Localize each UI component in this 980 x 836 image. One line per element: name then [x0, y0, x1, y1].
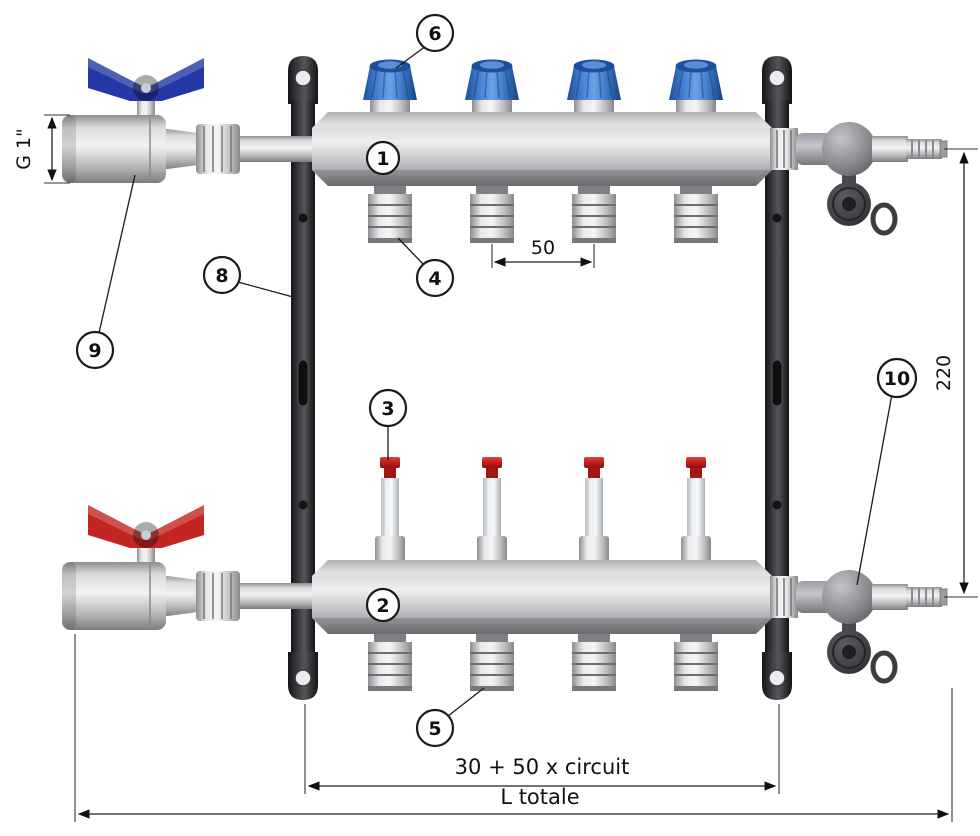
return-outlet-2: [469, 631, 515, 692]
callout-9-number: 9: [88, 340, 101, 362]
outlet-spacing-label: 50: [531, 237, 555, 259]
dimension-total-length: L totale: [74, 634, 953, 822]
inlet-thread-label: G 1": [13, 128, 35, 170]
leader-5: [447, 687, 485, 717]
leader-4: [397, 237, 425, 266]
callout-2: 2: [365, 587, 401, 623]
callout-9: 9: [75, 330, 115, 370]
supply-outlet-1: [367, 183, 413, 244]
supply-outlet-3: [571, 183, 617, 244]
return-outlet-1: [367, 631, 413, 692]
callout-3-number: 3: [381, 398, 394, 420]
callout-8-number: 8: [215, 265, 228, 287]
callout-4: 4: [415, 258, 455, 298]
leader-9: [98, 174, 136, 334]
callout-5: 5: [415, 708, 455, 748]
leader-8: [237, 281, 294, 298]
return-outlet-3: [571, 631, 617, 692]
dimension-circuit-length: 30 + 50 x circuit: [304, 704, 780, 794]
callout-6: 6: [415, 13, 455, 53]
callout-10: 10: [876, 357, 918, 399]
dimension-inlet-thread: G 1": [13, 114, 70, 184]
leader-6: [395, 45, 427, 69]
callout-8: 8: [202, 255, 242, 295]
vent-knob-1: [362, 58, 418, 117]
callout-1: 1: [365, 140, 401, 176]
callout-5-number: 5: [428, 718, 441, 740]
dimension-outlet-spacing: 50: [491, 237, 595, 268]
leader-lines: [98, 45, 893, 717]
leader-10: [856, 393, 893, 586]
vent-knob-2: [464, 58, 520, 117]
supply-outlet-2: [469, 183, 515, 244]
callout-1-number: 1: [376, 148, 389, 170]
callout-10-number: 10: [884, 368, 910, 390]
callout-4-number: 4: [428, 268, 441, 290]
supply-outlet-4: [673, 183, 719, 244]
callout-3: 3: [368, 388, 408, 428]
vent-knob-3: [566, 58, 622, 117]
height-label: 220: [933, 355, 955, 391]
return-outlet-4: [673, 631, 719, 692]
callouts: 6 1 4 8 9 3 2 5: [75, 13, 918, 748]
dimension-height-220: 220: [933, 148, 978, 598]
circuit-length-label: 30 + 50 x circuit: [455, 755, 630, 779]
vent-knob-4: [668, 58, 724, 117]
callout-6-number: 6: [428, 23, 441, 45]
total-length-label: L totale: [500, 785, 579, 809]
callout-2-number: 2: [376, 595, 389, 617]
